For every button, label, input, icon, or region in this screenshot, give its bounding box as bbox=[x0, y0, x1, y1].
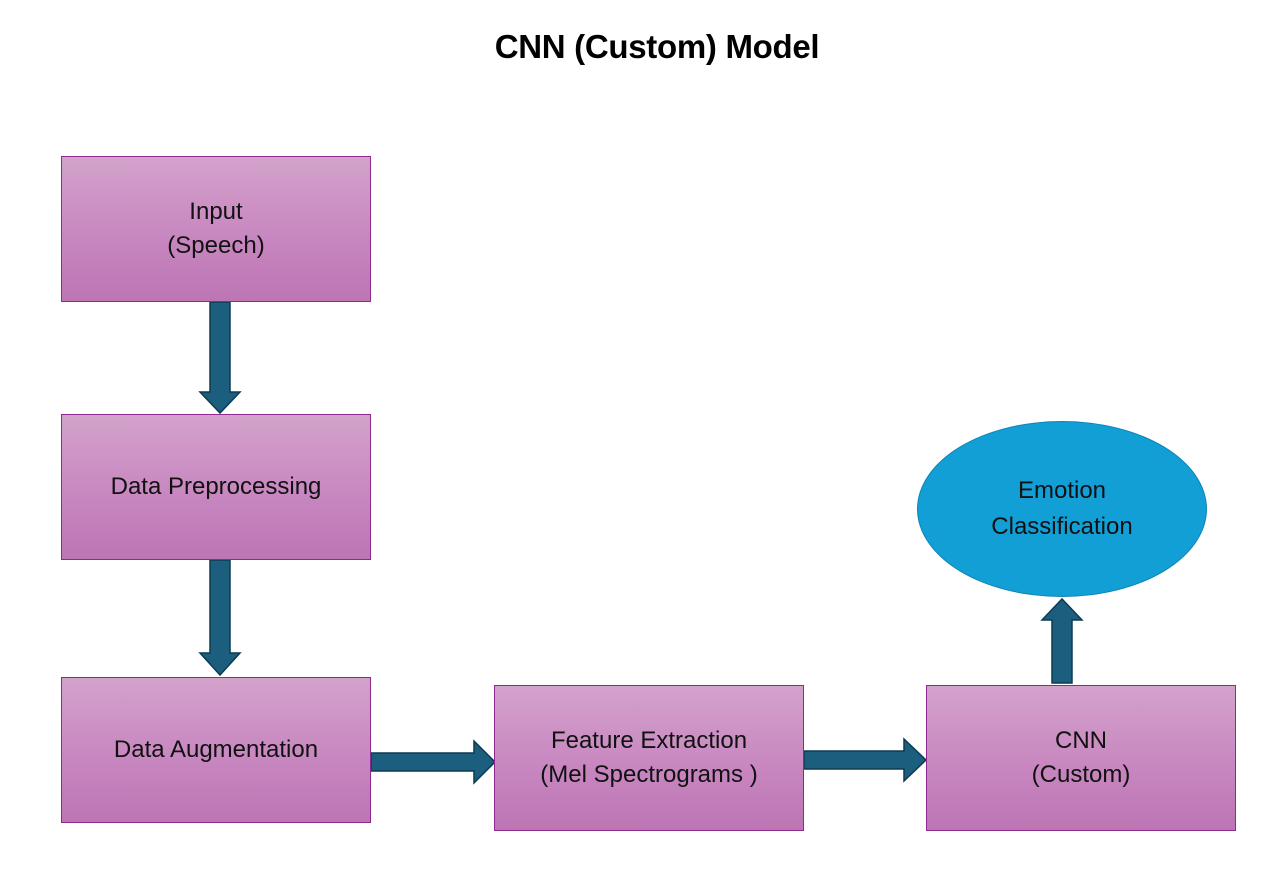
arrow-input-to-preprocessing bbox=[198, 301, 242, 415]
node-input-label: Input bbox=[189, 198, 243, 225]
node-emotion-classification: Emotion Classification bbox=[917, 421, 1207, 597]
node-input-speech: Input (Speech) bbox=[61, 156, 371, 302]
node-preprocessing-label: Data Preprocessing bbox=[110, 473, 322, 500]
node-data-augmentation: Data Augmentation bbox=[61, 677, 371, 823]
node-data-preprocessing: Data Preprocessing bbox=[61, 414, 371, 560]
node-emotion-sublabel: Classification bbox=[991, 513, 1133, 540]
arrow-preprocessing-to-augmentation bbox=[198, 559, 242, 677]
node-cnn-sublabel: (Custom) bbox=[1031, 761, 1131, 788]
node-emotion-label: Emotion bbox=[1017, 477, 1107, 504]
node-cnn-label: CNN bbox=[1055, 727, 1107, 754]
arrow-augmentation-to-feature-extraction bbox=[370, 739, 497, 785]
node-input-sublabel: (Speech) bbox=[167, 232, 265, 259]
node-feature-extraction-sublabel: (Mel Spectrograms ) bbox=[540, 761, 758, 788]
arrow-feature-extraction-to-cnn bbox=[803, 737, 928, 783]
arrow-cnn-to-emotion-classification bbox=[1040, 597, 1084, 684]
node-cnn-custom: CNN (Custom) bbox=[926, 685, 1236, 831]
diagram-title: CNN (Custom) Model bbox=[494, 28, 820, 65]
node-augmentation-label: Data Augmentation bbox=[113, 736, 319, 763]
node-feature-extraction: Feature Extraction (Mel Spectrograms ) bbox=[494, 685, 804, 831]
node-feature-extraction-label: Feature Extraction bbox=[550, 727, 748, 754]
